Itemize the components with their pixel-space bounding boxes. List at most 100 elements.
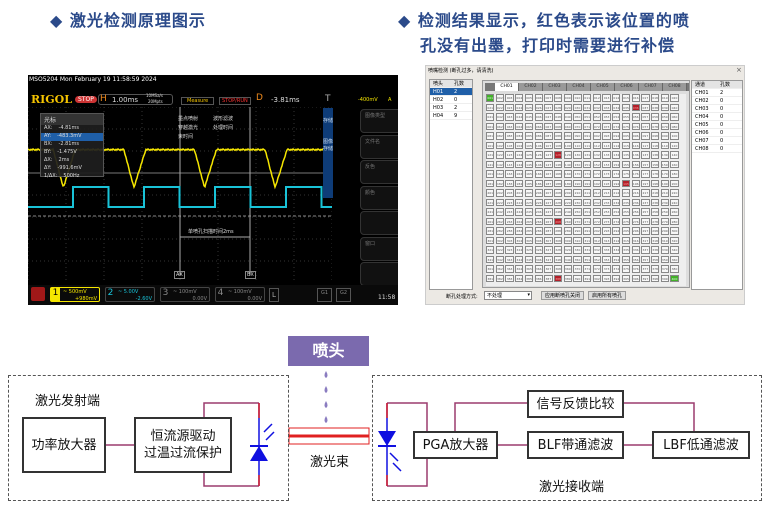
nozzle-cell[interactable]: 293 — [602, 227, 611, 235]
nozzle-cell[interactable]: 015 — [621, 94, 631, 102]
nozzle-cell[interactable]: 137 — [641, 151, 650, 159]
nozzle-cell[interactable]: 342 — [495, 255, 505, 264]
nozzle-cell[interactable]: 065 — [524, 122, 534, 131]
nozzle-cell[interactable]: 060 — [670, 113, 679, 121]
nozzle-cell[interactable]: 250 — [573, 208, 582, 216]
nozzle-cell[interactable]: 321 — [486, 246, 495, 254]
nozzle-cell[interactable]: 001 — [486, 94, 495, 102]
nozzle-cell[interactable]: 225 — [524, 198, 534, 207]
nozzle-cell[interactable]: 059 — [660, 113, 669, 121]
nozzle-cell[interactable]: 303 — [505, 236, 514, 245]
nozzle-cell[interactable]: 318 — [650, 236, 660, 245]
nozzle-cell[interactable]: 263 — [505, 217, 514, 226]
nozzle-cell[interactable]: 311 — [583, 236, 592, 245]
nozzle-cell[interactable]: 139 — [660, 151, 669, 159]
nozzle-cell[interactable]: 215 — [621, 189, 631, 197]
nozzle-cell[interactable]: 182 — [495, 179, 505, 188]
nozzle-cell[interactable]: 120 — [670, 141, 679, 150]
nozzle-cell[interactable]: 041 — [486, 113, 495, 121]
nozzle-cell[interactable]: 280 — [670, 217, 679, 226]
nozzle-cell[interactable]: 244 — [515, 208, 524, 216]
nozzle-cell[interactable]: 368 — [553, 265, 563, 273]
nozzle-cell[interactable]: 305 — [524, 236, 534, 245]
nozzle-cell[interactable]: 246 — [534, 208, 543, 216]
stop-run-button[interactable]: STOP/RUN — [219, 97, 251, 105]
nozzle-cell[interactable]: 366 — [534, 265, 543, 273]
nozzle-cell[interactable]: 126 — [534, 151, 543, 159]
nozzle-cell[interactable]: 383 — [505, 274, 514, 283]
nozzle-cell[interactable]: 238 — [650, 198, 660, 207]
nozzle-cell[interactable]: 386 — [534, 274, 543, 283]
nozzle-cell[interactable]: 180 — [670, 170, 679, 178]
nozzle-cell[interactable]: 181 — [486, 179, 495, 188]
nozzle-cell[interactable]: 131 — [583, 151, 592, 159]
nozzle-cell[interactable]: 118 — [650, 141, 660, 150]
nozzle-cell[interactable]: 017 — [641, 94, 650, 102]
nozzle-cell[interactable]: 191 — [583, 179, 592, 188]
nozzle-cell[interactable]: 385 — [524, 274, 534, 283]
nozzle-cell[interactable]: 294 — [612, 227, 621, 235]
nozzle-cell[interactable]: 013 — [602, 94, 611, 102]
nozzle-cell[interactable]: 186 — [534, 179, 543, 188]
menu-item[interactable]: 颜色彩色 — [360, 185, 398, 210]
nozzle-cell[interactable]: 345 — [524, 255, 534, 264]
nozzle-cell[interactable]: 030 — [573, 103, 582, 112]
tab-ch05[interactable]: CH05 — [591, 83, 615, 91]
nozzle-cell[interactable]: 084 — [515, 132, 524, 140]
nozzle-cell[interactable]: 221 — [486, 198, 495, 207]
nozzle-cell[interactable]: 119 — [660, 141, 669, 150]
nozzle-cell[interactable]: 098 — [650, 132, 660, 140]
nozzle-cell[interactable]: 302 — [495, 236, 505, 245]
nozzle-cell[interactable]: 270 — [573, 217, 582, 226]
nozzle-cell[interactable]: 057 — [641, 113, 650, 121]
nozzle-cell[interactable]: 243 — [505, 208, 514, 216]
generator-2-button[interactable]: G2 — [336, 288, 352, 302]
nozzle-cell[interactable]: 337 — [641, 246, 650, 254]
nozzle-cell[interactable]: 134 — [612, 151, 621, 159]
nozzle-cell[interactable]: 227 — [544, 198, 553, 207]
nozzle-cell[interactable]: 073 — [602, 122, 611, 131]
nozzle-cell[interactable]: 374 — [612, 265, 621, 273]
nozzle-cell[interactable]: 090 — [573, 132, 582, 140]
nozzle-cell[interactable]: 094 — [612, 132, 621, 140]
nozzle-cell[interactable]: 092 — [592, 132, 602, 140]
nozzle-cell[interactable]: 319 — [660, 236, 669, 245]
nozzle-cell[interactable]: 240 — [670, 198, 679, 207]
nozzle-cell[interactable]: 273 — [602, 217, 611, 226]
nozzle-cell[interactable]: 327 — [544, 246, 553, 254]
nozzle-cell[interactable]: 100 — [670, 132, 679, 140]
measure-button[interactable]: Measure — [181, 97, 215, 105]
nozzle-cell[interactable]: 260 — [670, 208, 679, 216]
nozzle-cell[interactable]: 277 — [641, 217, 650, 226]
nozzle-cell[interactable]: 168 — [553, 170, 563, 178]
nozzle-cell[interactable]: 269 — [563, 217, 572, 226]
nozzle-cell[interactable]: 029 — [563, 103, 572, 112]
nozzle-cell[interactable]: 164 — [515, 170, 524, 178]
nozzle-cell[interactable]: 032 — [592, 103, 602, 112]
nozzle-cell[interactable]: 297 — [641, 227, 650, 235]
nozzle-cell[interactable]: 153 — [602, 160, 611, 169]
nozzle-cell[interactable]: 298 — [650, 227, 660, 235]
nozzle-cell[interactable]: 051 — [583, 113, 592, 121]
nozzle-cell[interactable]: 278 — [650, 217, 660, 226]
nozzle-cell[interactable]: 101 — [486, 141, 495, 150]
nozzle-cell[interactable]: 187 — [544, 179, 553, 188]
nozzle-cell[interactable]: 107 — [544, 141, 553, 150]
nozzle-cell[interactable]: 174 — [612, 170, 621, 178]
nozzle-cell[interactable]: 194 — [612, 179, 621, 188]
nozzle-cell[interactable]: 178 — [650, 170, 660, 178]
nozzle-cell[interactable]: 245 — [524, 208, 534, 216]
nozzle-cell[interactable]: 169 — [563, 170, 572, 178]
nozzle-cell[interactable]: 096 — [631, 132, 640, 140]
nozzle-cell[interactable]: 289 — [563, 227, 572, 235]
menu-item[interactable]: 新建目录 — [360, 211, 398, 235]
nozzle-cell[interactable]: 165 — [524, 170, 534, 178]
nozzle-cell[interactable]: 285 — [524, 227, 534, 235]
nozzle-cell[interactable]: 331 — [583, 246, 592, 254]
nozzle-cell[interactable]: 010 — [573, 94, 582, 102]
